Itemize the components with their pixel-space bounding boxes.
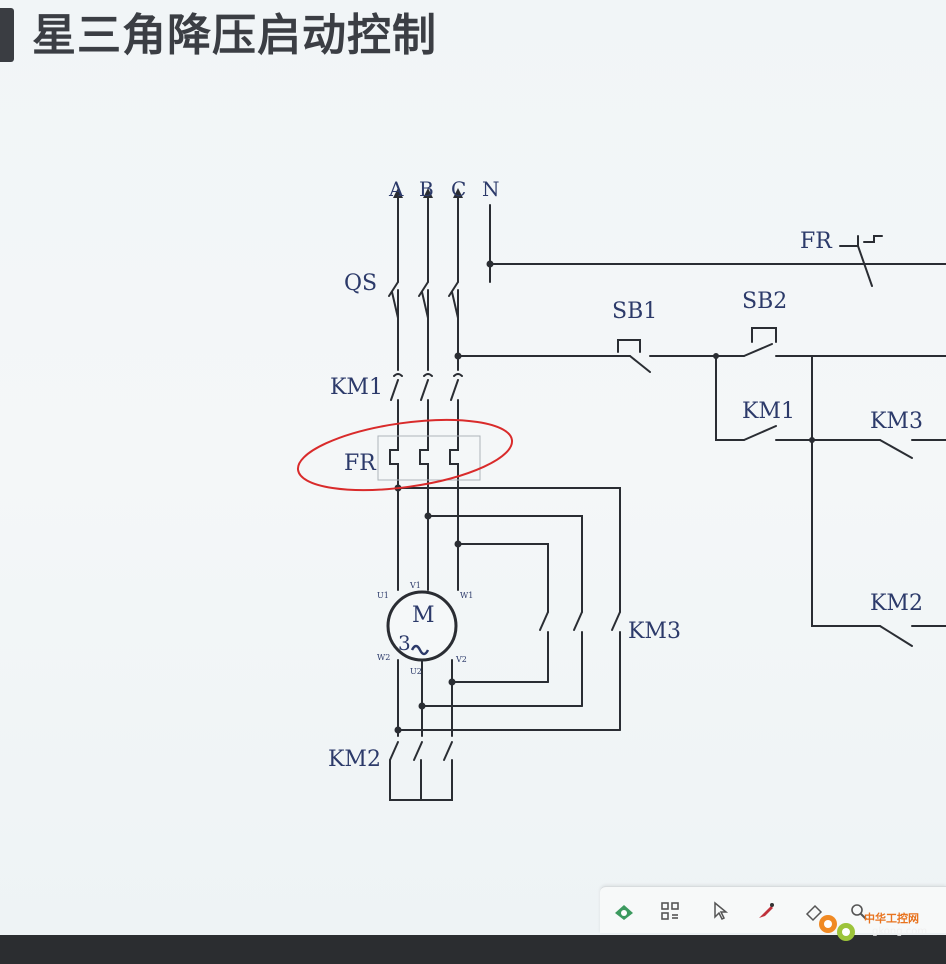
terminal-u1: U1: [377, 591, 389, 600]
pointer-icon[interactable]: [706, 897, 734, 925]
terminal-w2: W2: [377, 653, 390, 662]
km3-main-label: KM3: [628, 619, 681, 644]
km2-ctrl-label: KM2: [870, 591, 923, 616]
km3-ctrl-label: KM3: [870, 409, 923, 434]
terminal-v2: V2: [455, 655, 467, 664]
motor-m-label: M: [412, 603, 435, 628]
watermark-brand: 中华工控网: [864, 912, 919, 925]
terminal-u2: U2: [410, 667, 422, 676]
phase-b-label: B: [419, 177, 434, 201]
annotation-ellipse: [296, 418, 514, 492]
phase-c-label: C: [451, 177, 466, 201]
slide: [0, 0, 946, 935]
pen-icon[interactable]: [752, 897, 780, 925]
presentation-toolbar: [600, 886, 946, 933]
title-accent-bar: [0, 8, 14, 62]
eraser-icon[interactable]: [800, 897, 828, 925]
phase-a-label: A: [388, 177, 404, 201]
km2-main-label: KM2: [328, 747, 381, 772]
phase-n-label: N: [482, 177, 500, 201]
grid-icon[interactable]: [656, 897, 684, 925]
motor-phase-label: 3: [398, 631, 411, 655]
fr-main-label: FR: [344, 451, 377, 476]
sb1-label: SB1: [612, 299, 657, 324]
terminal-v1: V1: [409, 581, 421, 590]
watermark-domain: gkong.com: [872, 926, 928, 937]
km1-ctrl-label: KM1: [742, 399, 795, 424]
gear-icon: [819, 915, 855, 941]
monitor-bezel: [0, 935, 946, 964]
circuit-diagram: A B C N QS KM1 FR M 3 U1 V1 W1 W2 U2 V2 …: [296, 177, 946, 801]
slide-title: 星三角降压启动控制: [32, 10, 437, 61]
watermark-logo: 中华工控网 gkong.com: [812, 906, 942, 946]
sb2-label: SB2: [742, 289, 787, 314]
fr-ctrl-label: FR: [800, 229, 833, 254]
eye-icon[interactable]: [610, 897, 638, 925]
terminal-w1: W1: [460, 591, 473, 600]
km1-main-label: KM1: [330, 375, 383, 400]
magnifier-icon[interactable]: [844, 897, 872, 925]
qs-label: QS: [344, 271, 377, 296]
